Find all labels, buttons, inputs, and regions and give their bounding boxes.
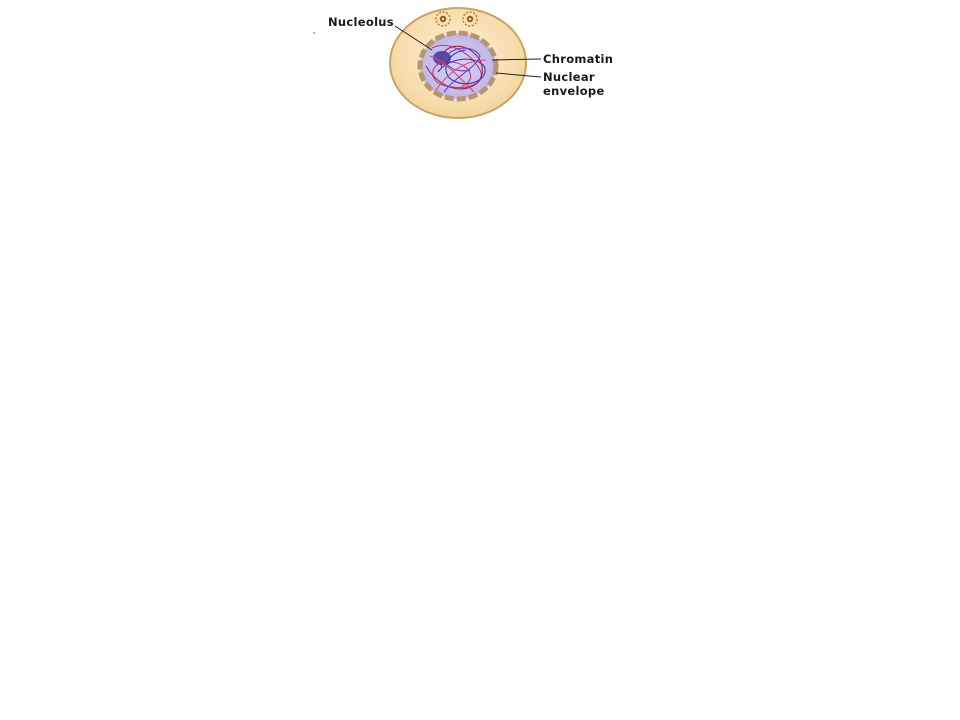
chromatin [425, 44, 487, 93]
label-nuclear-envelope-line1: Nuclear [543, 70, 595, 84]
cell-interphase [313, 7, 542, 119]
label-nuclear-envelope-line2: envelope [543, 84, 605, 98]
label-chromatin: Chromatin [543, 52, 614, 66]
label-nucleolus: Nucleolus [328, 15, 394, 29]
